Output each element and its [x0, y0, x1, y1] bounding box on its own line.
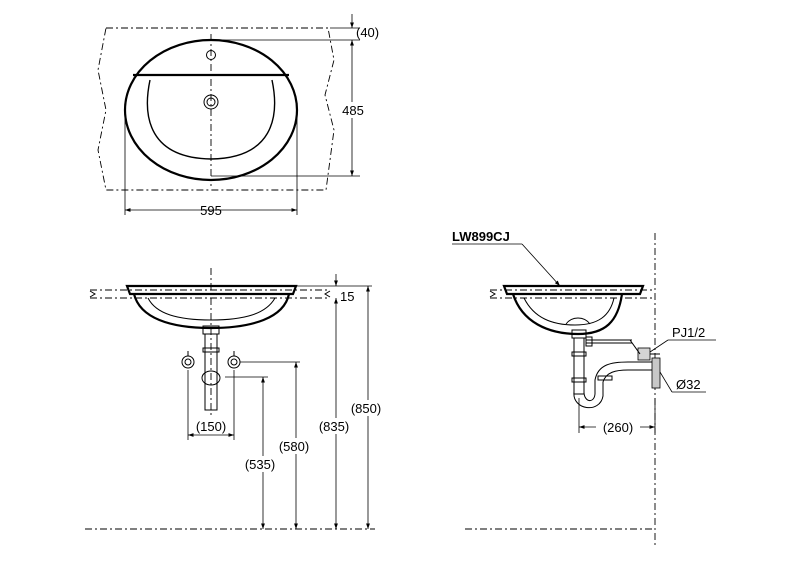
- side-view: (260) PJ1/2 Ø32 LW899CJ: [452, 229, 716, 545]
- counter-outline-top: [97, 27, 335, 191]
- side-tailpiece-nut: [571, 351, 587, 357]
- supply-leader: [649, 339, 669, 353]
- supply-stem: [629, 339, 641, 355]
- depth-label: 485: [342, 103, 364, 118]
- drain-pipe-leader: [659, 371, 673, 393]
- break-symbol: [324, 290, 331, 298]
- basin-bowl-inner: [147, 297, 276, 321]
- drain-height-label: (535): [245, 457, 275, 472]
- supply-hose-fitting: [585, 336, 593, 347]
- break-symbol: [489, 290, 496, 298]
- drain-pipe-label: Ø32: [676, 377, 701, 392]
- trap-nut: [597, 375, 613, 381]
- side-trap-nut: [571, 377, 587, 383]
- basin-rim-side: [502, 284, 645, 296]
- overflow-channel: [565, 317, 591, 325]
- top-view: 595 485 (40): [97, 14, 379, 218]
- supply-label: PJ1/2: [672, 325, 705, 340]
- front-view: (150) (535) (580) (835) 15 (850): [85, 268, 386, 530]
- basin-bowl-side-inner: [523, 297, 615, 326]
- basin-bowl-front: [132, 293, 291, 330]
- supply-valve-right: [227, 351, 241, 369]
- wall-flange: [651, 357, 661, 389]
- rim-thickness-label: 15: [340, 289, 354, 304]
- supply-valve-left: [181, 351, 195, 369]
- width-label: 595: [200, 203, 222, 218]
- p-trap: [573, 361, 655, 409]
- counter-height-label: (835): [319, 419, 349, 434]
- total-height-label: (850): [351, 401, 381, 416]
- basin-rim-front: [125, 284, 298, 296]
- break-symbol: [89, 290, 96, 298]
- side-tailpiece: [573, 337, 585, 395]
- supply-spacing-label: (150): [196, 419, 226, 434]
- basin-bowl-side: [511, 293, 624, 336]
- back-offset-label: (40): [356, 25, 379, 40]
- wall-offset-label: (260): [603, 420, 633, 435]
- model-leader: [521, 243, 561, 287]
- model-label: LW899CJ: [452, 229, 510, 244]
- supply-height-label: (580): [279, 439, 309, 454]
